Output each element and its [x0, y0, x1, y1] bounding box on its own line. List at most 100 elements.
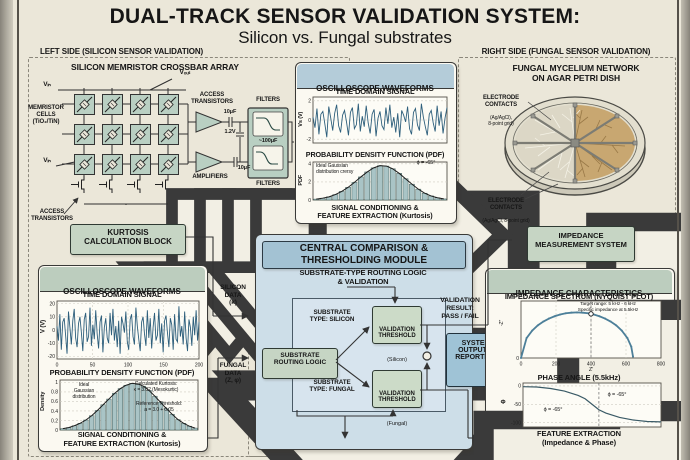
impedance-footer: FEATURE EXTRACTION (Impedance & Phase) — [537, 429, 621, 447]
validation-threshold-fungal-sub: (Fungal) — [386, 421, 408, 427]
svg-text:10: 10 — [49, 315, 55, 321]
svg-text:-50: -50 — [514, 402, 521, 408]
center-gauss-annotation: Ideal Gaussian distribution crersy — [316, 163, 354, 175]
electrode-top-bold: ELECTRODE CONTACTS — [482, 95, 520, 109]
nyquist-xlabel: Z′ — [588, 367, 594, 373]
page-subtitle: Silicon vs. Fungal substrates — [238, 28, 452, 47]
poster-frame — [17, 0, 679, 460]
svg-text:4: 4 — [308, 162, 311, 168]
left-scope-footer: SIGNAL CONDITIONING & FEATURE EXTRACTION… — [63, 430, 181, 448]
filters-top-label: FILTERS — [256, 97, 280, 103]
electrode-top-sub: (Ag/AgCl), 8-point grid) — [488, 115, 514, 128]
central-module-header: CENTRAL COMPARISON & THRESHOLDING MODULE — [262, 241, 466, 269]
phase-title: PHASE ANGLE (5.5kHz) — [537, 373, 621, 382]
validation-threshold-fungal-box: VALIDATION THRESHOLD (Fungal) — [372, 370, 422, 427]
photo-edge-right — [681, 0, 690, 460]
central-module-subtitle: SUBSTRATE-TYPE ROUTING LOGIC & VALIDATIO… — [299, 268, 427, 286]
svg-text:0.8: 0.8 — [51, 390, 58, 396]
validation-threshold-silicon-sub: (Silicon) — [387, 357, 407, 363]
svg-text:600: 600 — [622, 362, 631, 368]
phase-chart: 0 -50 -100 — [507, 380, 667, 437]
left-gauss-annotation: Ideal Gaussian distribution — [72, 382, 96, 400]
nyquist-title: IMPEDANCE SPECTRUM (NYQUIST PLOT) — [504, 292, 654, 301]
page-title: DUAL-TRACK SENSOR VALIDATION SYSTEM: — [109, 5, 581, 28]
center-tds-title: TIME DOMAIN SIGNAL — [335, 87, 415, 96]
svg-text:800: 800 — [657, 362, 666, 368]
cap-mid-label: 1.2V — [224, 129, 236, 135]
electrode-top-label: ELECTRODE CONTACTS (Ag/AgCl), 8-point gr… — [472, 88, 530, 135]
left-scope-title: OSCILLOSCOPE WAVEFORMS — [63, 286, 181, 296]
cap-top-label: 10μF — [223, 109, 237, 115]
left-kurtosis-annotation: Calculated Kurtosis: κ = 3.02 (Mesokurti… — [133, 381, 179, 393]
electrode-bottom-label: ELECTRODE CONTACTS (Ag/AgCl, 8-point gri… — [464, 191, 548, 232]
svg-text:-2: -2 — [307, 137, 312, 143]
vin-top-label: Vᵢₙ — [43, 81, 51, 88]
svg-text:0.4: 0.4 — [51, 409, 58, 415]
amplifiers-label: AMPLIFIERS — [192, 174, 228, 180]
filters-bottom-label: FILTERS — [256, 181, 280, 187]
validation-threshold-silicon-box: VALIDATION THRESHOLD (Silicon) — [372, 306, 422, 363]
filter-value-label: ~100μF — [258, 137, 278, 144]
phase-annotation-2: ϕ = -65° — [543, 407, 563, 413]
right-section-label: RIGHT SIDE (FUNGAL SENSOR VALIDATION) — [481, 47, 651, 56]
svg-text:0: 0 — [518, 384, 521, 390]
left-tds-title: TIME DOMAIN SIGNAL — [82, 290, 162, 299]
silicon-data-label: SILICON DATA (κ) — [220, 284, 246, 307]
svg-text:0.6: 0.6 — [51, 399, 58, 405]
svg-text:-100: -100 — [511, 420, 521, 426]
svg-text:-20: -20 — [48, 354, 55, 360]
petri-title: FUNGAL MYCELIUM NETWORK ON AGAR PETRI DI… — [512, 63, 640, 84]
phase-ylabel: Φ — [500, 400, 506, 406]
phase-annotation-1: ϕ = -65° — [607, 392, 627, 398]
center-scope-footer: SIGNAL CONDITIONING & FEATURE EXTRACTION… — [317, 203, 433, 221]
center-pdf-chart: 4 2 0 — [297, 159, 453, 210]
kurtosis-calculation-block: KURTOSIS CALCULATION BLOCK — [70, 224, 186, 255]
type-fungal-label: SUBSTRATE TYPE: FUNGAL — [309, 379, 355, 394]
validation-threshold-silicon-label: VALIDATION THRESHOLD — [378, 327, 416, 339]
svg-text:0: 0 — [516, 356, 519, 362]
memristor-cells-label: MEMRISTOR CELLS (TiO₂/TiN) — [28, 105, 64, 126]
vout-label: Vₒᵤₜ — [179, 69, 191, 76]
svg-text:0: 0 — [52, 328, 55, 334]
center-time-domain-chart: 2 0 -2 — [297, 94, 453, 153]
svg-text:50: 50 — [90, 363, 96, 369]
svg-text:200: 200 — [195, 363, 204, 369]
svg-text:0: 0 — [55, 428, 58, 434]
vin-bottom-label: Vᵢₙ — [43, 157, 51, 164]
svg-text:0: 0 — [308, 198, 311, 204]
svg-text:2: 2 — [308, 180, 311, 186]
central-module-title: CENTRAL COMPARISON & THRESHOLDING MODULE — [299, 243, 429, 266]
svg-text:2: 2 — [308, 99, 311, 105]
center-phi-annotation: ϕ = -65° — [416, 160, 436, 166]
left-pdf-title: PROBABILITY DENSITY FUNCTION (PDF) — [49, 368, 195, 377]
left-section-label: LEFT SIDE (SILICON SENSOR VALIDATION) — [40, 47, 204, 56]
nyquist-ylabel-top: -Z″ — [509, 293, 517, 299]
crossbar-title: SILICON MEMRISTOR CROSSBAR ARRAY — [71, 62, 239, 72]
validation-result-label: VALIDATION RESULT: PASS / FAIL — [440, 297, 480, 321]
validation-threshold-fungal-label: VALIDATION THRESHOLD — [378, 391, 416, 403]
electrode-bottom-bold: ELECTRODE CONTACTS — [487, 198, 525, 212]
nyquist-annotation: Target range: 5 kHz - 6 kHz Specific imp… — [577, 302, 639, 313]
substrate-routing-logic-label: SUBSTRATE ROUTING LOGIC — [273, 351, 327, 366]
svg-text:0: 0 — [520, 362, 523, 368]
center-scope-title: OSCILLOSCOPE WAVEFORMS — [316, 83, 434, 93]
svg-text:20: 20 — [49, 301, 55, 307]
svg-text:-10: -10 — [48, 341, 55, 347]
svg-text:0.2: 0.2 — [51, 418, 58, 424]
fungal-data-label: FUNGAL DATA (Z, φ) — [219, 362, 247, 385]
svg-text:100: 100 — [124, 363, 133, 369]
type-silicon-label: SUBSTRATE TYPE: SILICON — [309, 309, 355, 324]
svg-text:200: 200 — [552, 362, 561, 368]
access-transistors-top-label: ACCESS TRANSISTORS — [191, 92, 233, 106]
svg-text:0: 0 — [56, 363, 59, 369]
svg-text:150: 150 — [159, 363, 168, 369]
left-threshold-annotation: Reference Threshold: a = 3.0 + 0.05 — [136, 401, 182, 413]
svg-text:0: 0 — [308, 118, 311, 124]
electrode-bottom-sub: (Ag/AgCl, 8-point grid) — [482, 218, 530, 225]
kurtosis-calculation-label: KURTOSIS CALCULATION BLOCK — [84, 228, 172, 246]
cap-bottom-label: 10μF — [237, 165, 251, 171]
